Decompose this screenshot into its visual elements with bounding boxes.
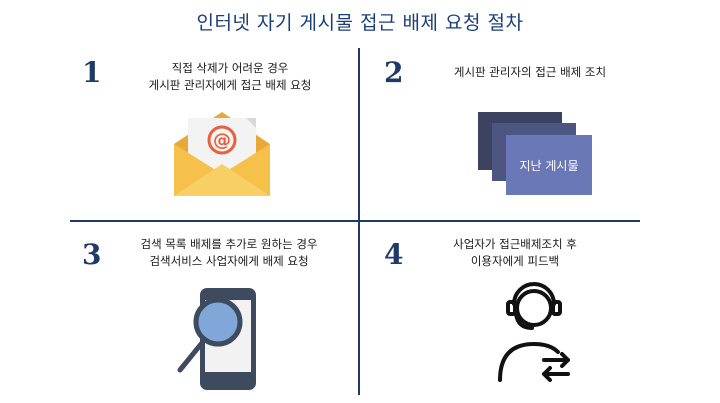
step-4-line-2: 이용자에게 피드백 xyxy=(470,254,560,268)
step-1-line-1: 직접 삭제가 어려운 경우 xyxy=(171,61,289,75)
step-2-line-1: 게시판 관리자의 접근 배제 조치 xyxy=(453,65,607,79)
horizontal-divider xyxy=(70,220,640,222)
step-3-number: 3 xyxy=(82,238,102,271)
step-2-number: 2 xyxy=(384,56,404,89)
post-card-front: 지난 게시물 xyxy=(506,135,592,195)
step-4-number: 4 xyxy=(384,238,404,271)
step-3-line-2: 검색서비스 사업자에게 배제 요청 xyxy=(149,254,309,268)
diagram-title: 인터넷 자기 게시물 접근 배제 요청 절차 xyxy=(196,12,524,34)
step-4-text: 사업자가 접근배제조치 후 이용자에게 피드백 xyxy=(410,236,620,270)
step-3-line-1: 검색 목록 배제를 추가로 원하는 경우 xyxy=(140,237,318,251)
stacked-posts-icon: 지난 게시물 xyxy=(478,112,618,202)
step-1-number: 1 xyxy=(82,56,102,89)
email-envelope-icon: @ xyxy=(174,112,270,196)
step-3-text: 검색 목록 배제를 추가로 원하는 경우 검색서비스 사업자에게 배제 요청 xyxy=(114,236,344,270)
step-1-line-2: 게시판 관리자에게 접근 배제 요청 xyxy=(148,78,312,92)
support-agent-icon xyxy=(498,282,570,382)
step-1-text: 직접 삭제가 어려운 경우 게시판 관리자에게 접근 배제 요청 xyxy=(120,60,340,94)
svg-text:@: @ xyxy=(213,130,231,151)
phone-search-icon xyxy=(177,288,256,390)
step-2-text: 게시판 관리자의 접근 배제 조치 xyxy=(420,64,640,81)
step-4-line-1: 사업자가 접근배제조치 후 xyxy=(453,237,577,251)
